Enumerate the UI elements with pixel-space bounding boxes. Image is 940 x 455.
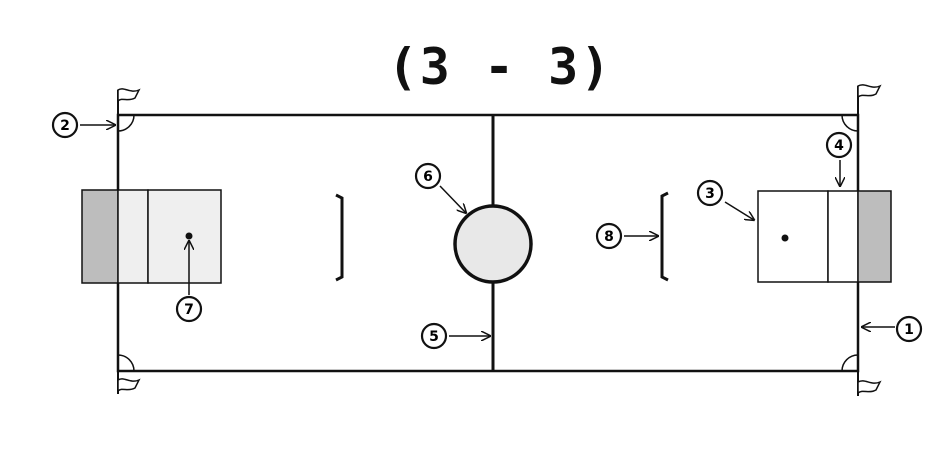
corner-flag-bottom-left-icon — [117, 371, 141, 394]
svg-text:6: 6 — [423, 169, 433, 185]
callout-arrow-6 — [439, 185, 466, 213]
right-goal-area — [757, 190, 892, 283]
callout-8: 8 — [595, 222, 623, 250]
center-circle — [453, 204, 533, 284]
left-goal-area — [81, 189, 222, 284]
callout-1: 1 — [895, 315, 923, 343]
callout-4: 4 — [825, 131, 853, 159]
corner-flag-bottom-right-icon — [857, 371, 882, 396]
corner-arc-top-left — [117, 114, 135, 132]
svg-text:1: 1 — [904, 322, 914, 338]
svg-text:7: 7 — [184, 302, 194, 318]
right-arc — [660, 191, 669, 282]
corner-arc-bottom-right — [841, 354, 859, 372]
right-penalty-area — [757, 190, 829, 283]
right-penalty-spot — [781, 234, 789, 242]
corner-arc-top-right — [841, 114, 859, 132]
diagram-title: (3 - 3) — [387, 38, 613, 96]
callout-7: 7 — [175, 295, 203, 323]
callout-arrow-3 — [724, 201, 754, 220]
right-goal — [857, 190, 892, 283]
svg-text:3: 3 — [705, 186, 715, 202]
corner-flag-top-right-icon — [857, 84, 882, 115]
left-penalty-area — [147, 189, 222, 284]
callout-3: 3 — [696, 179, 724, 207]
callout-6: 6 — [414, 162, 442, 190]
svg-text:4: 4 — [834, 138, 844, 154]
svg-text:8: 8 — [604, 229, 614, 245]
callout-5: 5 — [420, 322, 448, 350]
callout-2: 2 — [51, 111, 79, 139]
left-goal — [81, 189, 119, 284]
left-goal-box — [117, 189, 149, 284]
corner-arc-bottom-left — [117, 354, 135, 372]
corner-flag-top-left-icon — [117, 88, 141, 115]
right-goal-box — [827, 190, 859, 283]
svg-text:2: 2 — [60, 118, 70, 134]
left-arc — [335, 193, 344, 282]
svg-text:5: 5 — [429, 329, 439, 345]
left-penalty-spot — [185, 232, 193, 240]
